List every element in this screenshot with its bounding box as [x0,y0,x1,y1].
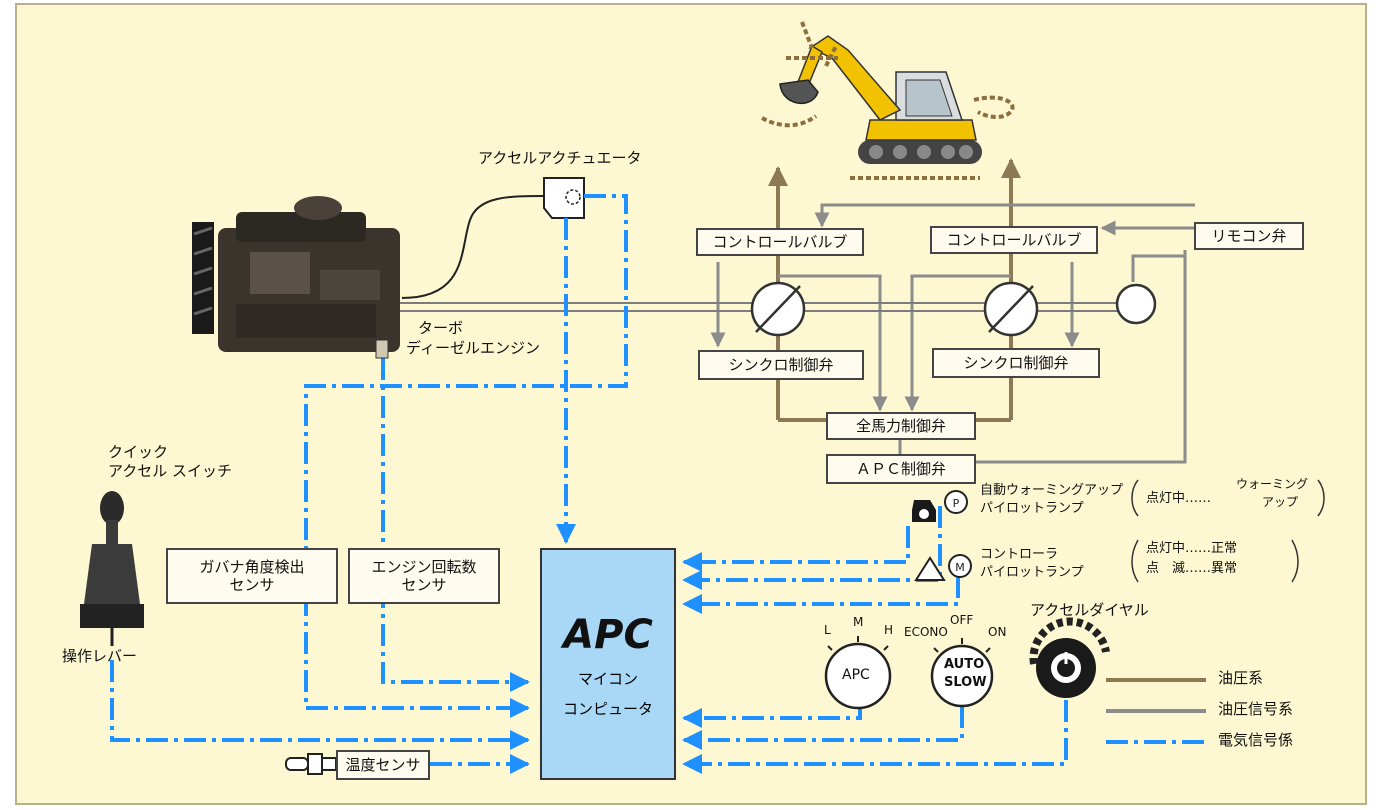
excavator-illustration [761,21,1015,180]
warming-lamp-label-1: 自動ウォーミングアップ [980,483,1124,498]
warming-lamp-label-2: パイロットランプ [980,501,1084,516]
full-hp-valve-box: 全馬力制御弁 [826,412,976,440]
quick-switch-label-1: クイック [108,443,169,461]
accel-actuator-symbol [543,177,585,219]
legend-symbols [1106,678,1206,744]
engine-speed-sensor-label-1: エンジン回転数 [371,558,477,576]
auto-slow-econo: ECONO [904,625,948,639]
controller-lamp-label-1: コントローラ [980,547,1059,562]
controller-lamp-symbol: M [914,554,972,581]
throttle-cable [401,195,545,299]
engine-speed-sensor-box: エンジン回転数 センサ [348,548,500,604]
apc-title: APC [563,612,653,658]
warming-note-state: 点灯中…… [1146,491,1212,506]
synchro-valve-right-box: シンクロ制御弁 [932,348,1100,378]
apc-dial-label: APC [842,667,870,683]
panel-background [15,3,1367,805]
control-valve-left-box: コントロールバルブ [696,228,864,256]
apc-mode-dial [824,636,892,710]
legend-hydraulic: 油圧系 [1218,669,1264,687]
apc-microcomputer: APC マイコン コンピュータ [540,548,676,780]
engine-label-2: ディーゼルエンジン [406,339,540,357]
synchro-valve-left-label: シンクロ制御弁 [728,356,834,374]
warming-note-value-1: ウォーミング [1236,477,1309,491]
legend-hydraulic-signal: 油圧信号系 [1218,700,1294,718]
remote-valve-label: リモコン弁 [1211,227,1287,245]
legend-electric-signal: 電気信号係 [1218,731,1294,749]
svg-text:M: M [955,561,965,574]
accel-dial-symbol [1029,617,1110,698]
svg-text:P: P [953,497,960,510]
governor-sensor-label-2: センサ [229,576,275,594]
temp-sensor-label: 温度センサ [345,756,421,774]
apc-mode-h: H [884,623,894,637]
operation-lever-illustration [80,491,144,646]
synchro-valve-right-label: シンクロ制御弁 [963,354,1069,372]
warming-lamp-symbol: P [912,490,968,522]
control-valve-right-label: コントロールバルブ [946,231,1082,249]
auto-slow-on: ON [988,625,1007,639]
warming-note-value-2: アップ [1262,495,1299,509]
apc-subtitle-1: マイコン [577,670,638,688]
governor-sensor-label-1: ガバナ角度検出 [199,558,305,576]
auto-slow-dial [930,638,994,708]
auto-slow-off: OFF [950,613,974,627]
accel-actuator-label: アクセルアクチュエータ [478,149,642,167]
synchro-valve-left-box: シンクロ制御弁 [698,350,864,380]
remote-valve-box: リモコン弁 [1194,222,1304,250]
apc-valve-box: ＡＰＣ制御弁 [826,454,976,484]
electric-signal-lines [110,194,1068,774]
full-hp-valve-label: 全馬力制御弁 [855,417,946,435]
engine-illustration [192,196,400,359]
control-valve-left-label: コントロールバルブ [712,233,848,251]
engine-speed-sensor-label-2: センサ [401,576,447,594]
temp-sensor-box: 温度センサ [336,750,430,780]
temp-sensor-probe [285,753,337,775]
auto-slow-label-2: SLOW [944,675,987,690]
engine-label-1: ターボ [418,319,464,337]
auto-slow-label-1: AUTO [944,657,985,672]
pilot-pump-symbol [1115,283,1157,325]
quick-switch-label-2: アクセル スイッチ [108,462,233,480]
controller-lamp-label-2: パイロットランプ [980,565,1084,580]
governor-sensor-box: ガバナ角度検出 センサ [166,548,338,604]
apc-valve-label: ＡＰＣ制御弁 [855,460,946,478]
control-valve-right-box: コントロールバルブ [930,226,1098,254]
controller-note-error: 点 滅……異常 [1146,561,1238,576]
accel-dial-label: アクセルダイヤル [1030,601,1149,619]
operation-lever-label: 操作レバー [62,647,138,665]
controller-note-normal: 点灯中……正常 [1146,541,1238,556]
apc-mode-m: M [853,615,864,629]
apc-mode-l: L [824,623,831,637]
apc-subtitle-2: コンピュータ [562,700,653,718]
